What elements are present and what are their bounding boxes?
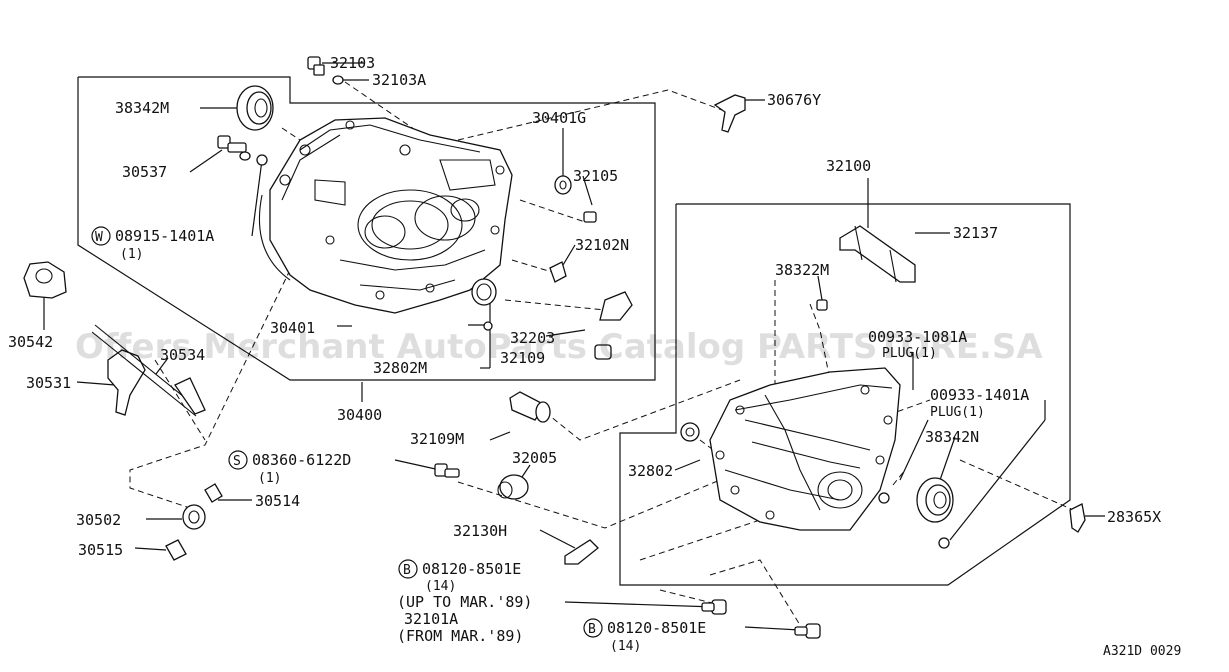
label-08915-qty: (1) [120,247,143,262]
label-00933-1401A-note: PLUG(1) [930,405,985,420]
label-08120-8501E-a: 08120-8501E [422,560,521,578]
label-32802M: 32802M [373,359,427,377]
label-38342N: 38342N [925,428,979,446]
part-30514-pin [204,483,223,503]
part-32101A-bolt [701,599,727,615]
label-32101A-note: (FROM MAR.'89) [397,627,523,645]
label-08120-8501E-b-qty: (14) [610,639,641,654]
label-08915-1401A: 08915-1401A [115,227,214,245]
label-00933-1081A: 00933-1081A [868,328,967,346]
label-38342M: 38342M [115,99,169,117]
part-32137-guide [839,225,916,283]
part-30537-bolt [217,135,251,161]
label-32100: 32100 [826,157,871,175]
part-08915-washer [256,154,268,166]
label-32102N: 32102N [575,236,629,254]
symbol-b-bolt-2 [583,618,603,638]
part-30676Y-bracket [713,94,746,133]
label-30531: 30531 [26,374,71,392]
label-32802: 32802 [628,462,673,480]
part-30502-bush [182,504,206,530]
part-30542-plug [23,261,67,299]
symbol-w-washer [91,226,111,246]
label-00933-1401A: 00933-1401A [930,386,1029,404]
part-32109-breather [594,291,633,360]
clutch-housing-32100 [709,367,901,531]
part-32105-pin [583,211,597,223]
symbol-b-bolt-1 [398,559,418,579]
label-32109: 32109 [500,349,545,367]
part-32103-bolt [307,56,325,76]
label-32103: 32103 [330,54,375,72]
label-30401: 30401 [270,319,315,337]
label-00933-1081A-note: PLUG(1) [882,346,937,361]
label-30542: 30542 [8,333,53,351]
label-30514: 30514 [255,492,300,510]
label-30515: 30515 [78,541,123,559]
part-32103A-washer [332,75,344,85]
part-30515-clip [165,539,187,561]
label-28365X: 28365X [1107,508,1161,526]
part-08120b-bolt [794,623,821,639]
diagram-code: A321D 0029 [1103,644,1181,659]
label-30502: 30502 [76,511,121,529]
symbol-b-letter-1: B [403,563,411,578]
leader-lines [43,62,1105,631]
part-labels: 32103 32103A 30676Y 38342M 30401G 30537 … [8,54,1181,659]
label-08120-8501E-a-note: (UP TO MAR.'89) [397,593,532,611]
label-30400: 30400 [337,406,382,424]
group-frame-32100 [619,203,1071,586]
part-32203-ring [483,321,493,331]
part-32005-plug [497,474,529,500]
symbol-s-letter: S [233,454,241,469]
symbol-w-letter: W [95,230,103,245]
part-30401G-bush [554,175,572,195]
symbol-s-screw [228,450,248,470]
part-00933-1081A-plug [878,492,890,504]
label-38322M: 38322M [775,261,829,279]
part-08360-screw [434,463,460,478]
part-38342M-oil-seal [236,85,274,131]
label-32137: 32137 [953,224,998,242]
label-30537: 30537 [122,163,167,181]
label-08360-6122D: 08360-6122D [252,451,351,469]
part-32802-seal [680,422,700,442]
symbol-b-letter-2: B [588,622,596,637]
label-32005: 32005 [512,449,557,467]
label-32130H: 32130H [453,522,507,540]
transmission-case-30400 [258,117,513,314]
label-32105: 32105 [573,167,618,185]
part-30534-rod [174,377,206,415]
part-32102N-clip [549,261,567,283]
label-32109M: 32109M [410,430,464,448]
label-08120-8501E-a-qty: (14) [425,579,456,594]
label-08120-8501E-b: 08120-8501E [607,619,706,637]
part-00933-1401A-plug [938,537,950,549]
part-30401-bearing [471,278,497,306]
part-32109M-tube [509,391,551,423]
part-38342N-oil-seal [916,477,954,523]
label-32203: 32203 [510,329,555,347]
label-30401G: 30401G [532,109,586,127]
part-28365X-bracket [1069,503,1086,533]
part-38322M-pin [816,299,828,311]
label-30676Y: 30676Y [767,91,821,109]
label-32101A: 32101A [404,610,458,628]
part-32130H-bracket [564,539,599,565]
watermark: Offers Merchant AutoParts Catalog PARTST… [75,327,1043,367]
label-32103A: 32103A [372,71,426,89]
label-08360-qty: (1) [258,471,281,486]
group-frame-30400 [77,76,656,381]
label-30534: 30534 [160,346,205,364]
